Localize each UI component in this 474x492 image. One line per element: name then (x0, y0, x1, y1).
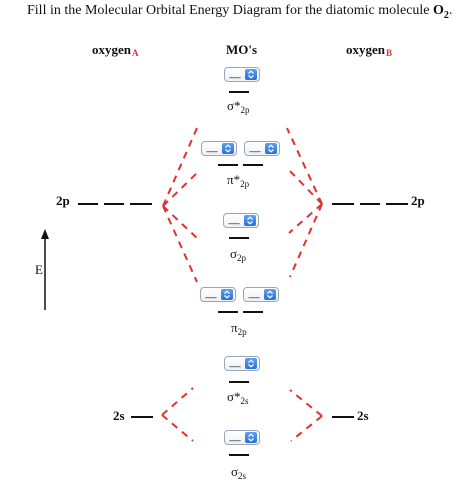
title-molecule: O (433, 3, 444, 18)
sigma-2p-symbol: σ (230, 246, 238, 261)
right-2p-level-2 (360, 203, 380, 205)
pi-star-2p-level-2 (243, 164, 263, 166)
select-value: __ (206, 141, 218, 153)
column-header-oxygen-b: oxygenB (346, 42, 392, 58)
title-molecule-sub: 2 (443, 9, 449, 21)
pi-2p-sub: 2p (237, 327, 247, 337)
sigma-2s-symbol: σ (231, 464, 239, 479)
connector-right-2s-sigma (290, 415, 323, 442)
title-text: Fill in the Molecular Orbital Energy Dia… (27, 3, 434, 18)
sigma-star-2p-select[interactable]: __ (224, 67, 260, 82)
pi-star-2p-symbol: π* (227, 172, 241, 187)
sigma-star-2p-symbol: σ* (227, 98, 241, 113)
select-value: __ (249, 141, 261, 153)
select-value: __ (229, 430, 241, 442)
arrow-up-icon (41, 229, 49, 310)
sigma-2p-level (229, 237, 249, 239)
pi-2p-select-1[interactable]: __ (200, 287, 236, 302)
right-2p-label: 2p (411, 193, 425, 208)
up-down-chevron-icon (264, 289, 276, 300)
title-period: . (448, 3, 453, 18)
connector-left-2p-pi-star (162, 170, 200, 207)
sigma-star-2p-level (229, 91, 249, 93)
column-header-right-sub: B (386, 48, 393, 58)
left-2s-label: 2s (113, 408, 125, 423)
pi-2p-level-1 (218, 311, 238, 313)
pi-2p-label: π2p (231, 320, 247, 337)
page-title: Fill in the Molecular Orbital Energy Dia… (27, 3, 452, 21)
up-down-chevron-icon (265, 143, 277, 154)
connector-right-2p-sigma-star (286, 127, 323, 205)
sigma-star-2s-select[interactable]: __ (224, 356, 260, 371)
column-header-oxygen-a: oxygenA (92, 42, 139, 58)
connector-right-2p-pi-star (286, 167, 323, 205)
left-2p-level-1 (78, 203, 98, 205)
pi-star-2p-sub: 2p (240, 179, 250, 189)
sigma-2p-select[interactable]: __ (223, 213, 259, 228)
select-value: __ (205, 287, 217, 299)
sigma-star-2p-sub: 2p (240, 105, 250, 115)
left-2p-label: 2p (56, 193, 70, 208)
left-2p-level-2 (104, 203, 124, 205)
connector-left-2s-sigma-star (161, 387, 194, 416)
connector-left-2s-sigma (161, 414, 194, 442)
sigma-2s-sub: 2s (238, 471, 247, 481)
pi-star-2p-select-2[interactable]: __ (244, 141, 280, 156)
select-value: __ (229, 67, 241, 79)
column-header-center-label: MO's (226, 42, 258, 57)
up-down-chevron-icon (221, 289, 233, 300)
sigma-2s-level (229, 454, 249, 456)
pi-star-2p-level-1 (218, 164, 238, 166)
sigma-star-2s-label: σ*2s (227, 389, 249, 406)
column-header-right-label: oxygen (346, 42, 385, 57)
column-header-left-label: oxygen (92, 42, 131, 57)
column-header-left-sub: A (132, 48, 139, 58)
right-2s-label: 2s (357, 408, 369, 423)
select-value: __ (248, 287, 260, 299)
up-down-chevron-icon (245, 358, 257, 369)
connector-left-2p-pi (162, 205, 198, 283)
sigma-2p-sub: 2p (237, 253, 247, 263)
sigma-star-2s-sub: 2s (240, 396, 249, 406)
pi-2p-symbol: π (231, 320, 238, 335)
connector-right-2s-sigma-star (289, 389, 323, 417)
pi-2p-select-2[interactable]: __ (243, 287, 279, 302)
sigma-2s-select[interactable]: __ (224, 430, 260, 445)
up-down-chevron-icon (244, 215, 256, 226)
pi-star-2p-select-1[interactable]: __ (201, 141, 237, 156)
pi-star-2p-label: π*2p (227, 172, 249, 189)
right-2p-level-3 (386, 203, 408, 205)
up-down-chevron-icon (245, 69, 257, 80)
up-down-chevron-icon (222, 143, 234, 154)
sigma-2s-label: σ2s (231, 464, 246, 481)
sigma-star-2s-symbol: σ* (227, 389, 241, 404)
connector-left-2p-sigma (162, 205, 200, 241)
connector-right-2p-pi (289, 203, 323, 278)
sigma-star-2p-label: σ*2p (227, 98, 250, 115)
connector-left-2p-sigma-star (162, 127, 198, 207)
column-header-mos: MO's (226, 42, 257, 58)
up-down-chevron-icon (245, 432, 257, 443)
energy-axis-label: E (35, 262, 43, 277)
select-value: __ (229, 356, 241, 368)
right-2p-level-1 (332, 203, 354, 205)
connector-right-2p-sigma (288, 203, 323, 234)
sigma-star-2s-level (229, 381, 249, 383)
left-2p-level-3 (130, 203, 152, 205)
sigma-2p-label: σ2p (230, 246, 246, 263)
select-value: __ (228, 213, 240, 225)
pi-2p-level-2 (243, 311, 263, 313)
right-2s-level (332, 416, 354, 418)
left-2s-level (131, 416, 153, 418)
